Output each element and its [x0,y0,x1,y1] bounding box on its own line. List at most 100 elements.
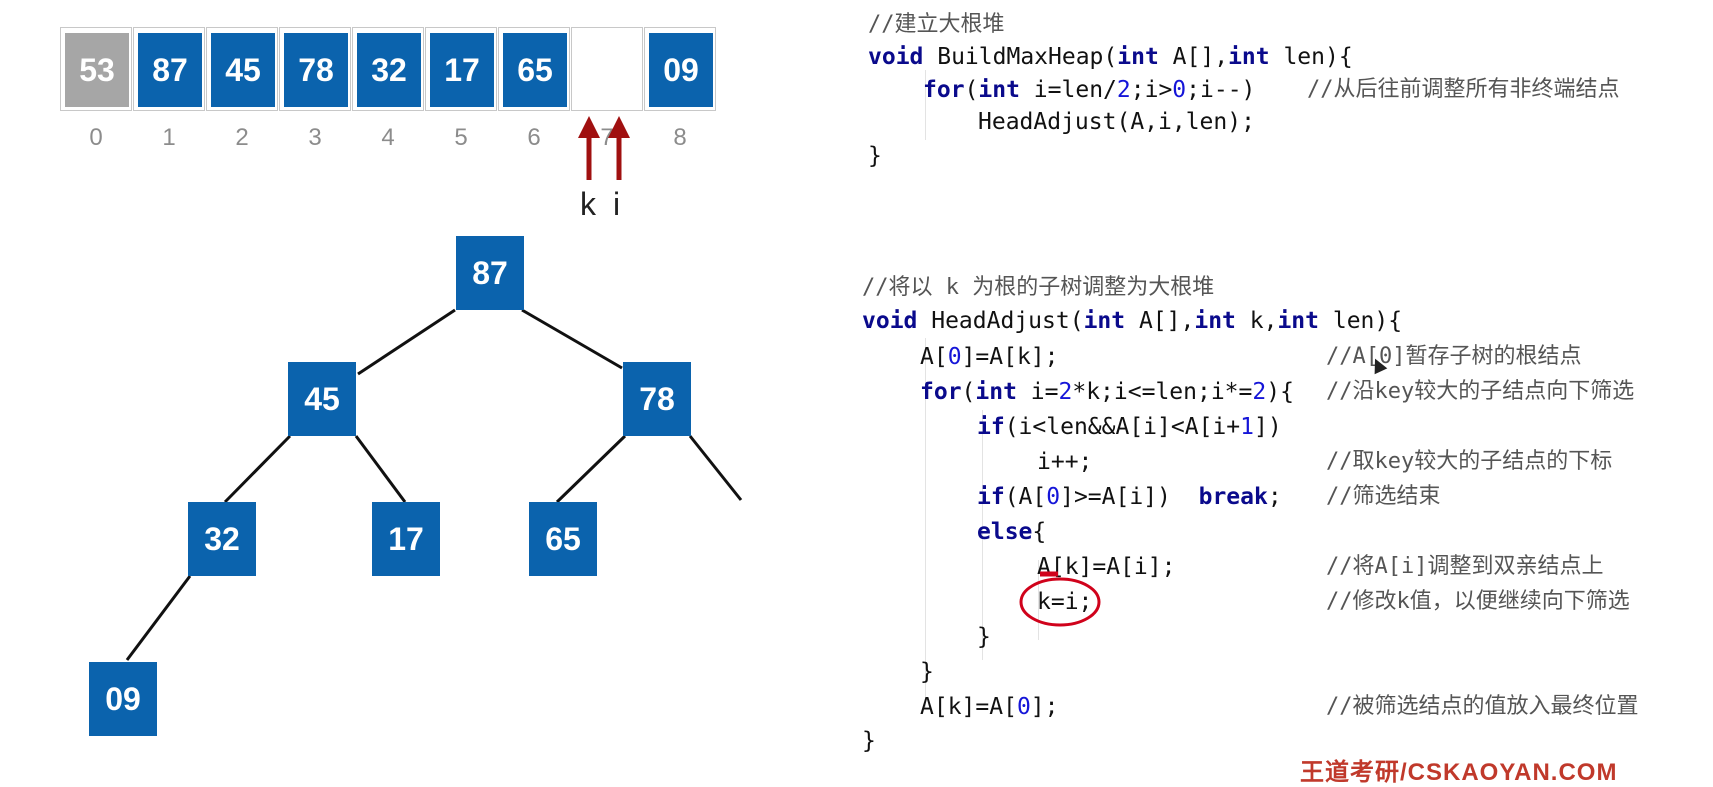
array-index-7: 7 [600,124,614,151]
code-text: A[k]=A[ [920,694,1017,720]
build-for-line: for(int i=len/2;i>0;i--) [923,75,1255,105]
build-close-brace: } [868,143,882,169]
edge-87-78 [521,308,623,370]
code-text: k, [1235,308,1278,334]
array-cell-1: 87 [133,27,205,111]
array-index-1: 1 [162,124,176,151]
array-cell-4: 32 [352,27,424,111]
tree-node-17: 17 [372,502,440,576]
tree-edges [125,308,743,661]
array-value-5: 17 [430,33,494,107]
code-panel: //建立大根堆 void BuildMaxHeap(int A[],int le… [860,0,1713,769]
num-literal: 0 [1016,694,1031,720]
array-value-3: 78 [284,33,348,107]
build-comment: //建立大根堆 [868,12,1005,37]
num-literal: 2 [1252,379,1267,405]
tree-node-32: 32 [188,502,256,576]
edge-87-45 [357,308,456,376]
adjust-assign: A[k]=A[i]; [1037,554,1176,580]
pointer-arrows [578,116,630,180]
code-text: i=len/ [1019,77,1117,103]
edge-32-09 [125,575,192,661]
num-literal: 1 [1240,414,1254,440]
watermark: 王道考研/CSKAOYAN.COM [1300,759,1618,786]
array-index-4: 4 [381,124,395,151]
array-index-5: 5 [454,124,468,151]
fn-name: HeadAdjust( [917,308,1084,334]
num-literal: 0 [947,344,962,370]
red-circle-annotation-icon [1019,571,1101,627]
kw-int: int [975,379,1017,405]
array-value-8: 09 [649,33,713,107]
code-text: A[], [1158,44,1229,70]
code-text: *k;i<=len;i*= [1072,379,1253,405]
arrow-k-icon [578,116,600,180]
code-text: ;i> [1130,77,1173,103]
array-value-6: 65 [503,33,567,107]
tree-node-45: 45 [288,362,356,436]
tree-node-78: 78 [623,362,691,436]
array-cell-2: 45 [206,27,278,111]
code-text: ;i--) [1186,77,1256,103]
array-cell-8: 09 [644,27,716,111]
code-text: ]) [1253,414,1282,440]
adjust-set-k-comment: //修改k值，以便继续向下筛选 [1326,589,1630,614]
adjust-set-k: k=i; [1037,589,1093,615]
num-literal: 0 [1172,77,1187,103]
kw-int: int [1277,308,1319,334]
num-literal: 2 [1116,77,1131,103]
fn-name: BuildMaxHeap( [923,44,1118,70]
kw-int: int [1228,44,1270,70]
adjust-if-children: if(i<len&&A[i]<A[i+1]) [977,412,1282,442]
code-text: ( [961,379,976,405]
adjust-close-else: } [977,624,991,650]
kw-int: int [1194,308,1236,334]
code-text: A[ [920,344,948,370]
adjust-if-break: if(A[0]>=A[i]) break; [977,482,1282,512]
edge-78-65 [555,434,627,504]
indent-guide [925,70,926,140]
kw-for: for [920,379,962,405]
edge-45-32 [223,434,292,504]
build-for-comment: //从后往前调整所有非终端结点 [1307,77,1620,102]
kw-if: if [977,484,1005,510]
code-text: { [1032,519,1047,545]
array-value-2: 45 [211,33,275,107]
adjust-increment-comment: //取key较大的子结点的下标 [1326,449,1613,474]
adjust-final: A[k]=A[0]; [920,692,1059,722]
adjust-save-root-comment: //A[0]暂存子树的根结点 [1326,344,1582,369]
array-index-3: 3 [308,124,322,151]
code-text: len){ [1269,44,1353,70]
array-value-4: 32 [357,33,421,107]
code-text: ]=A[k]; [961,344,1059,370]
pointer-label-k: k [580,186,596,222]
adjust-increment: i++; [1037,449,1093,475]
kw-void: void [868,44,924,70]
array-cell-6: 65 [498,27,570,111]
kw-int: int [1083,308,1126,334]
code-text: (i<len&&A[i]<A[i+ [1004,414,1241,440]
array-cell-3: 78 [279,27,351,111]
array-value-0: 53 [65,33,129,107]
adjust-assign-comment: //将A[i]调整到双亲结点上 [1326,554,1604,579]
num-literal: 0 [1046,484,1061,510]
array-cell-0: 53 [60,27,132,111]
adjust-close-for: } [920,659,934,685]
build-call-line: HeadAdjust(A,i,len); [978,109,1255,135]
pointer-label-i: i [613,186,621,222]
array-index-6: 6 [527,124,541,151]
kw-if: if [977,414,1005,440]
code-text: ){ [1266,379,1294,405]
adjust-line-save-root: A[0]=A[k]; [920,342,1059,372]
kw-break: break [1198,484,1268,510]
adjust-for-line: for(int i=2*k;i<=len;i*=2){ [920,377,1294,407]
adjust-signature: void HeadAdjust(int A[],int k,int len){ [862,306,1402,336]
code-text: ; [1267,484,1282,510]
kw-int: int [978,77,1020,103]
adjust-close-brace: } [862,728,876,754]
tree-node-09: 09 [89,662,157,736]
code-text: A[], [1125,308,1195,334]
code-text: i= [1016,379,1059,405]
adjust-final-comment: //被筛选结点的值放入最终位置 [1326,694,1639,719]
edge-45-17 [354,435,407,503]
